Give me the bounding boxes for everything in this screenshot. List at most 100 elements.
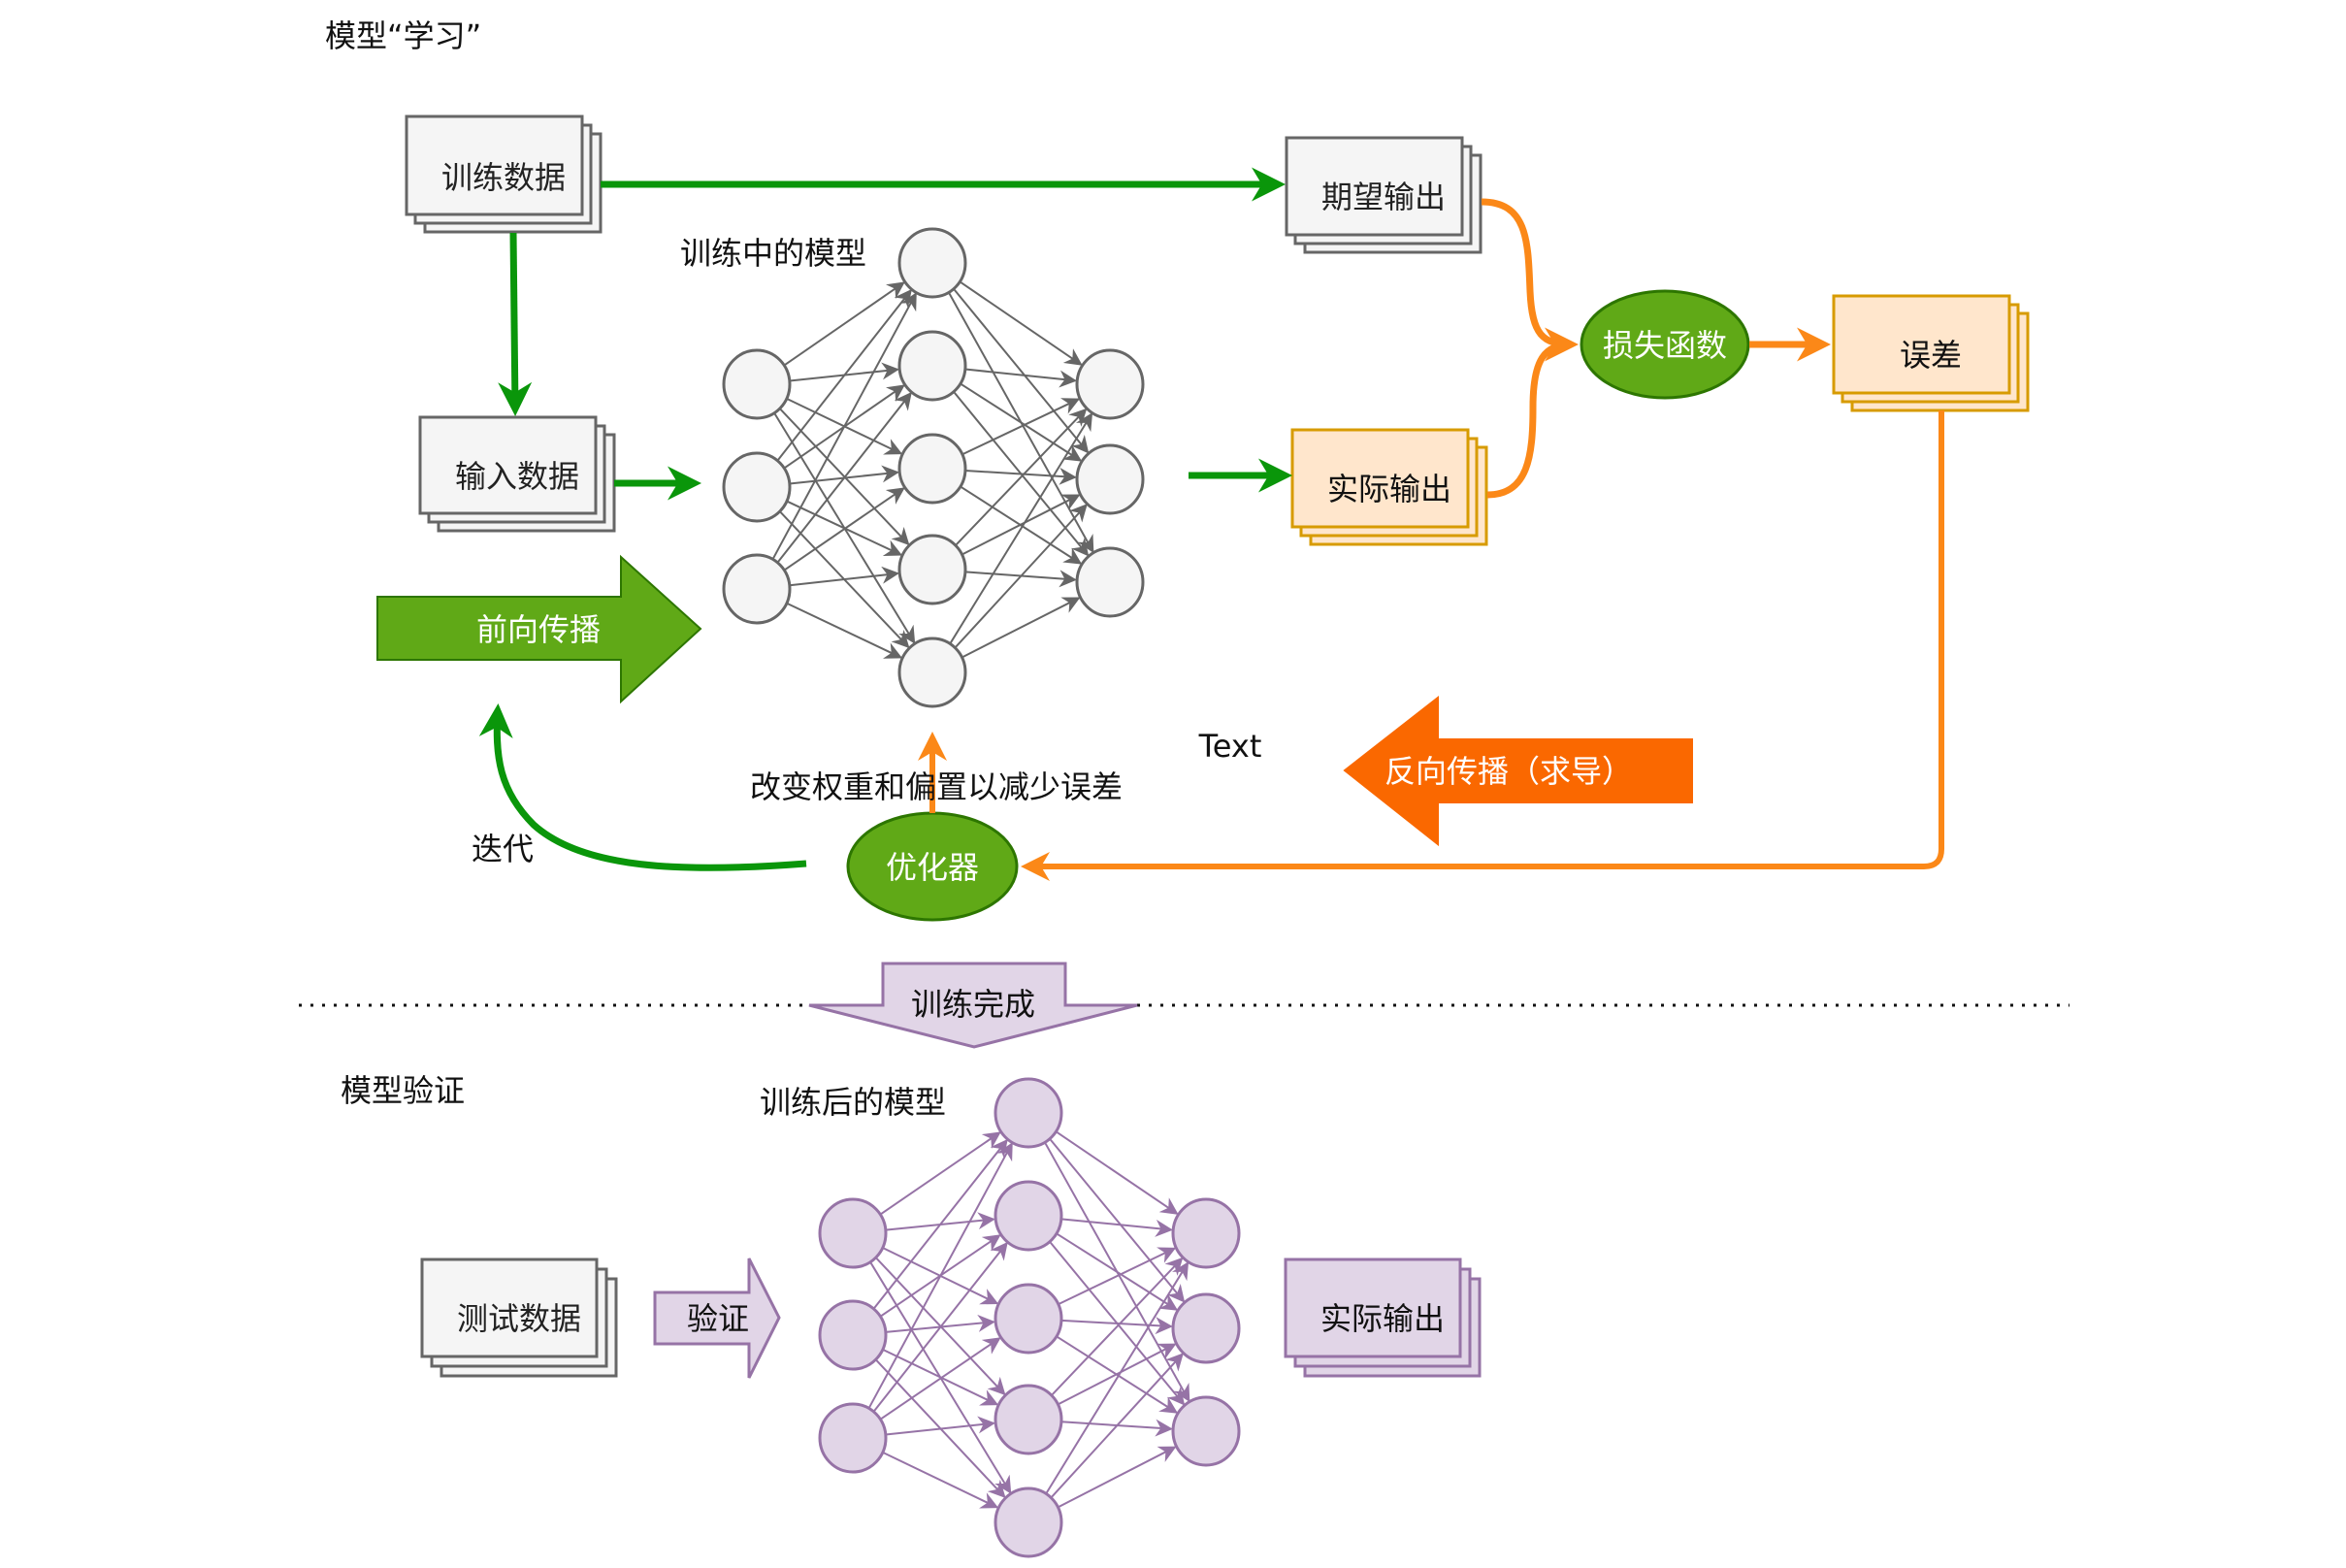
placeholder-text[interactable]: Text (1198, 728, 1262, 765)
validate-label: 验证 (687, 1300, 749, 1337)
loss-function-label: 损失函数 (1603, 327, 1727, 364)
network-edge (872, 1138, 1008, 1310)
section-title-training: 模型“学习” (325, 17, 481, 54)
validation-actual-output-label: 实际输出 (1320, 1300, 1445, 1337)
network-edge (882, 1348, 999, 1406)
network-edge (879, 1131, 1001, 1216)
network-edge (959, 280, 1083, 366)
network-edge (1050, 1257, 1184, 1397)
hidden-neuron (897, 330, 967, 402)
trained-model-label: 训练后的模型 (760, 1084, 946, 1121)
network-edge (1055, 1130, 1179, 1215)
network-edge (961, 398, 1081, 456)
arrow-expected-to-loss (1481, 198, 1579, 362)
arrow-iterate (478, 703, 807, 871)
network-edge (783, 281, 905, 367)
loss-function-node[interactable]: 损失函数 (1580, 289, 1750, 400)
network-edge (1060, 1317, 1173, 1335)
input-neuron (818, 1402, 888, 1474)
section-title-validation: 模型验证 (341, 1072, 465, 1109)
forward-propagation-label: 前向传播 (476, 611, 601, 648)
training-data-label: 训练数据 (441, 159, 566, 196)
validation-actual-output-box[interactable]: 实际输出 (1284, 1258, 1482, 1378)
output-neuron (1075, 443, 1145, 515)
actual-output-box[interactable]: 实际输出 (1290, 428, 1488, 546)
network-edge (1058, 1247, 1177, 1306)
input-neuron (818, 1299, 888, 1371)
network-edge (952, 287, 1090, 454)
network-edge (1048, 1137, 1186, 1303)
input-neuron (722, 553, 792, 625)
input-neuron (722, 348, 792, 420)
output-neuron (1075, 546, 1145, 618)
optimizer-node[interactable]: 优化器 (846, 811, 1019, 922)
trained-network (818, 1077, 1241, 1558)
network-edge (961, 494, 1081, 556)
hidden-neuron (897, 637, 967, 708)
arrow-training-to-input (498, 232, 533, 416)
output-neuron (1171, 1292, 1241, 1364)
network-edge (789, 566, 900, 587)
network-edge (879, 1337, 1001, 1421)
backward-propagation-arrow: 反向传播（求导） (1343, 695, 1693, 847)
input-data-label: 输入数据 (455, 458, 579, 495)
network-edge (1044, 1261, 1189, 1495)
expected-output-label: 期望输出 (1321, 179, 1446, 215)
training-data-box[interactable]: 训练数据 (405, 114, 603, 234)
backward-propagation-label: 反向传播（求导） (1385, 753, 1633, 790)
network-edge (882, 1451, 999, 1509)
output-neuron (1171, 1197, 1241, 1269)
network-edges (867, 1130, 1190, 1509)
error-box[interactable]: 误差 (1832, 294, 2030, 412)
test-data-label: 测试数据 (457, 1300, 581, 1337)
hidden-neuron (994, 1384, 1063, 1455)
network-edge (783, 487, 905, 572)
network-edge (1057, 1446, 1177, 1509)
training-done-arrow: 训练完成 (808, 962, 1138, 1049)
output-neuron (1075, 348, 1145, 420)
iterate-label: 迭代 (472, 831, 534, 867)
hidden-neuron (897, 534, 967, 605)
actual-output-label: 实际输出 (1327, 471, 1451, 507)
output-neuron (1171, 1395, 1241, 1467)
input-neuron (722, 451, 792, 523)
validate-arrow: 验证 (653, 1258, 781, 1379)
input-neuron (818, 1197, 888, 1269)
hidden-neuron (994, 1486, 1063, 1558)
network-edge (771, 292, 917, 561)
network-edge (1060, 1218, 1173, 1237)
hidden-neuron (994, 1283, 1063, 1355)
arrow-actual-to-loss (1486, 341, 1573, 499)
training-done-label: 训练完成 (911, 986, 1035, 1023)
forward-propagation-arrow: 前向传播 (376, 554, 702, 704)
network-edge (786, 500, 903, 556)
network-edge (885, 1416, 995, 1436)
network-edge (867, 1142, 1013, 1410)
network-edge (1050, 1353, 1184, 1499)
network-edge (776, 288, 912, 462)
hidden-neuron (994, 1180, 1063, 1252)
network-edge (1056, 1232, 1179, 1311)
input-data-box[interactable]: 输入数据 (418, 415, 616, 533)
expected-output-box[interactable]: 期望输出 (1285, 136, 1483, 254)
network-edge (786, 602, 903, 659)
training-model-label: 训练中的模型 (680, 235, 866, 272)
network-edge (961, 597, 1081, 659)
update-weights-note: 改变权重和偏置以减少误差 (750, 768, 1123, 805)
error-label: 误差 (1900, 337, 1962, 374)
optimizer-label: 优化器 (886, 849, 979, 886)
arrow-error-to-optimizer (1021, 410, 1944, 881)
network-edge (964, 467, 1077, 485)
network-edge (960, 382, 1083, 462)
network-edge (964, 368, 1077, 388)
network-edges (771, 280, 1094, 659)
network-edge (954, 504, 1088, 649)
hidden-neuron (897, 227, 967, 299)
test-data-box[interactable]: 测试数据 (420, 1258, 618, 1378)
network-edge (776, 391, 912, 564)
hidden-neuron (994, 1077, 1063, 1149)
network-edge (1057, 1343, 1177, 1406)
training-network (722, 227, 1145, 708)
hidden-neuron (897, 433, 967, 505)
